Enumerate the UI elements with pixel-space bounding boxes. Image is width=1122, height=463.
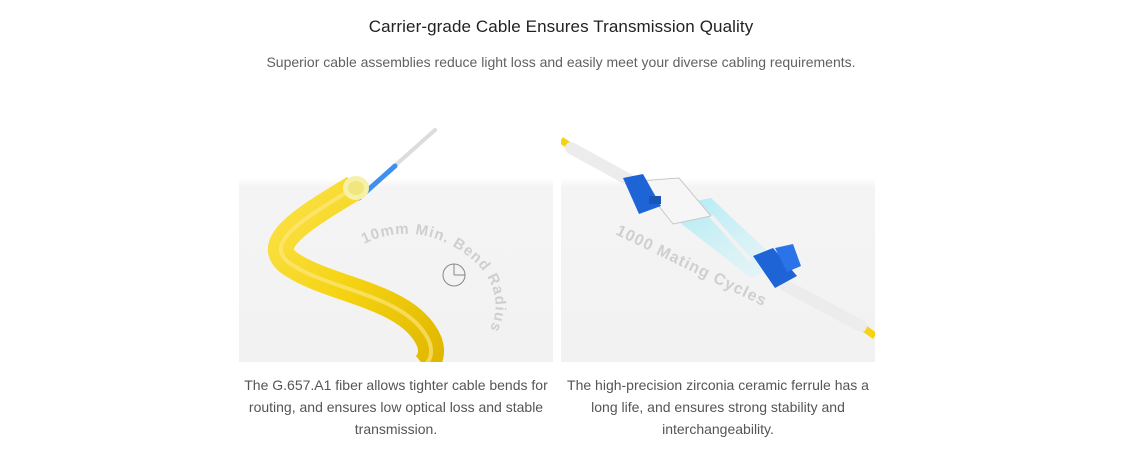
lc-connector-right-icon bbox=[753, 248, 797, 288]
section-title: Carrier-grade Cable Ensures Transmission… bbox=[368, 17, 754, 36]
feature-caption-mating-cycles: The high-precision zirconia ceramic ferr… bbox=[567, 377, 869, 437]
section-subtitle: Superior cable assemblies reduce light l… bbox=[266, 54, 856, 70]
bend-radius-label: 10mm Min. Bend Radius bbox=[359, 221, 509, 335]
lc-connector-image: 1000 Mating Cycles bbox=[561, 126, 875, 362]
feature-card-mating-cycles: 1000 Mating Cycles The high-precision zi… bbox=[561, 126, 875, 440]
feature-caption-bend-radius: The G.657.A1 fiber allows tighter cable … bbox=[244, 377, 548, 437]
fiber-bend-image: 10mm Min. Bend Radius bbox=[239, 126, 553, 362]
feature-card-bend-radius: 10mm Min. Bend Radius The G.657.A1 fiber… bbox=[239, 126, 553, 440]
